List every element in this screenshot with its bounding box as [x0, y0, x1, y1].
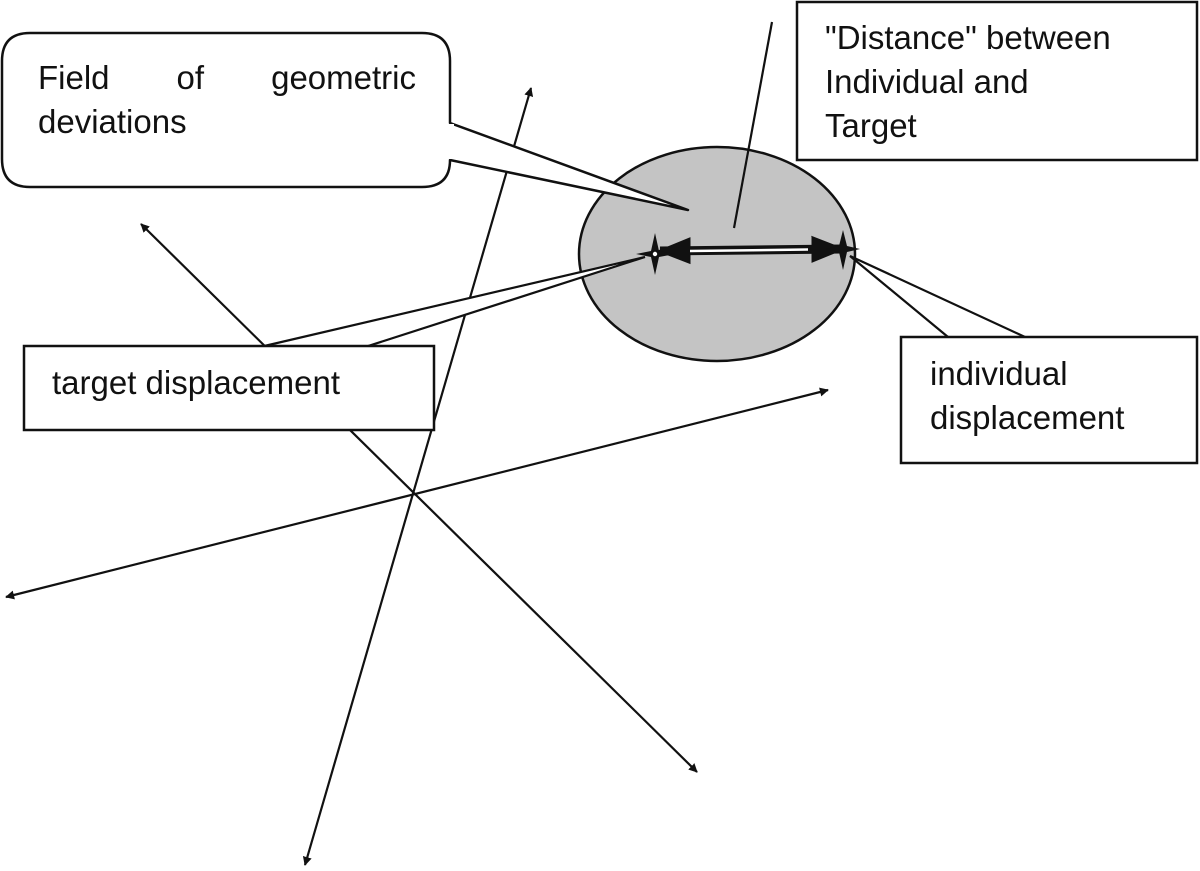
distance-callout-pointer	[732, 21, 774, 229]
coordinate-axes	[5, 87, 829, 866]
individual-callout-pointer	[849, 255, 1026, 338]
individual-callout-box	[899, 335, 1199, 465]
target-callout-box	[22, 344, 436, 432]
axis-vertical	[302, 87, 534, 866]
field-label-line2: deviations	[38, 103, 187, 140]
axis-horizontal	[5, 387, 829, 600]
distance-callout-box	[795, 0, 1199, 162]
distance-label: "Distance" between Individual and Target	[825, 19, 1111, 144]
target-callout-pointer	[259, 255, 646, 349]
target-displacement-label: target displacement	[52, 364, 340, 401]
field-label-line1: Field of geometric	[38, 59, 416, 96]
distance-double-arrow	[656, 235, 846, 265]
field-callout-box	[0, 31, 690, 212]
individual-point-marker	[826, 230, 860, 270]
individual-displacement-label: individual displacement	[930, 355, 1125, 436]
